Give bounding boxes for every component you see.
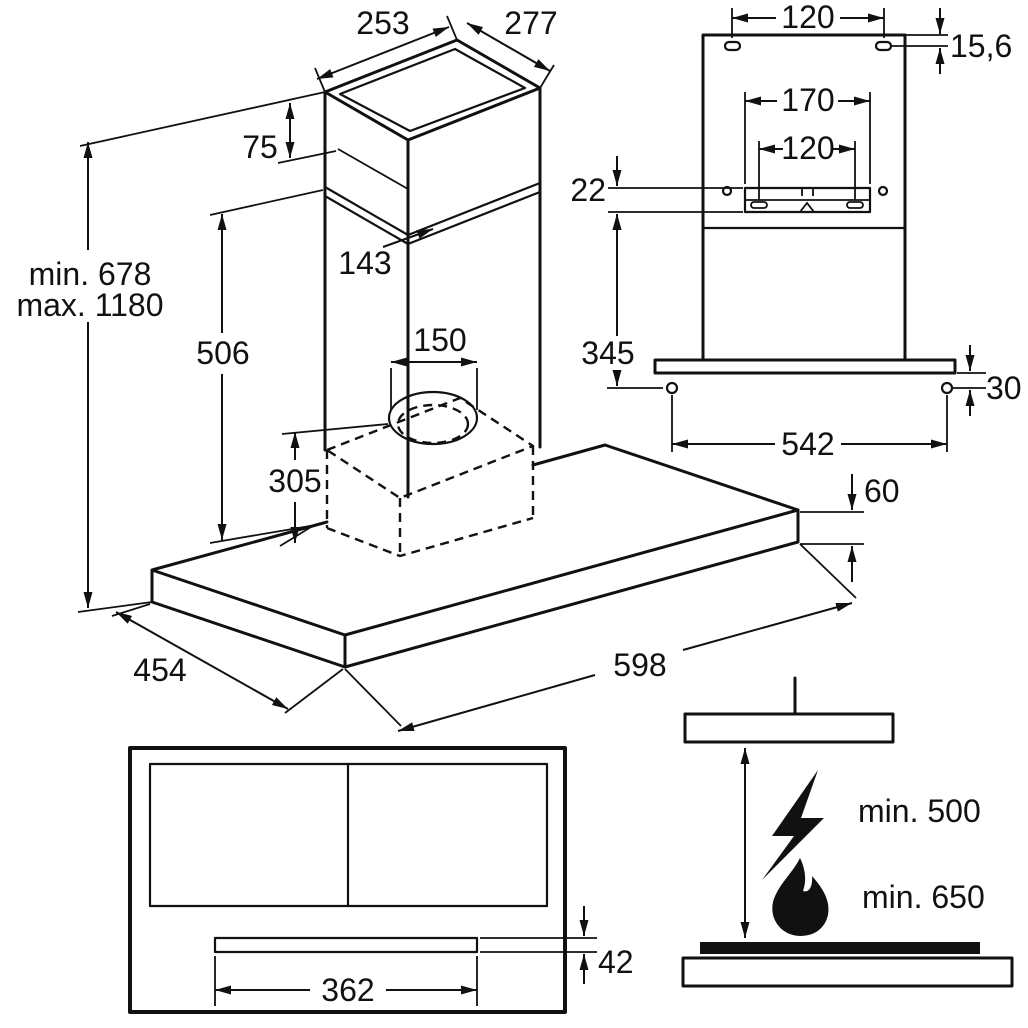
rear-canopy: [653, 358, 957, 375]
chimney-top-inner-rim: [338, 47, 527, 133]
rear-view: 120 15,6 170 120 22 345 30 542: [570, 0, 1021, 462]
clearance-gas-label: min. 650: [862, 879, 985, 915]
dim-lower-holes-offset: 30: [986, 370, 1022, 406]
dim-top-holes-spacing: 120: [781, 0, 834, 35]
dim-panel-height: 42: [598, 944, 634, 980]
dim-vent-offset: 75: [242, 129, 278, 165]
dim-body-height: 305: [268, 463, 321, 499]
clearance-view: min. 500 min. 650: [681, 676, 1014, 988]
leader-143: [382, 228, 434, 248]
chimney-top-rim: [323, 38, 542, 142]
vent-slats: [337, 148, 409, 190]
dim-height-min: min. 678: [29, 256, 152, 292]
rear-top-slot-left: [723, 40, 742, 52]
dim-vent-width: 143: [338, 245, 391, 281]
rear-bracket-hole-right: [877, 185, 889, 197]
rear-bracket-hole-left: [721, 185, 733, 197]
bracket-slot-right: [846, 201, 864, 209]
dim-bracket-holes-spacing: 120: [781, 130, 834, 166]
dim-bracket-height: 22: [570, 172, 606, 208]
dim-top-holes-offset: 15,6: [950, 28, 1012, 64]
dim-line-598-left: [397, 674, 596, 732]
dim-canopy-thickness: 60: [864, 473, 900, 509]
duct-spigot: [387, 390, 479, 446]
rear-extension-lines: [607, 8, 986, 452]
flame-icon: [772, 858, 829, 936]
bracket-slot-left: [750, 201, 768, 209]
counter-top: [681, 956, 1014, 988]
front-outline: [128, 746, 567, 1014]
dim-panel-width: 362: [321, 972, 374, 1008]
canopy-slab: [150, 443, 800, 669]
cooktop-surface: [700, 942, 980, 954]
lightning-bolt-icon: [762, 770, 824, 880]
dim-chimney-height: 506: [196, 335, 249, 371]
front-extension-lines: [214, 937, 597, 1006]
dim-chimney-top-depth: 253: [356, 5, 409, 41]
dim-lower-holes-spacing: 542: [781, 426, 834, 462]
hood-canopy-side: [683, 712, 895, 744]
dim-line-253: [316, 26, 450, 80]
front-view: 362 42: [128, 746, 634, 1014]
dim-line-598-right: [682, 602, 853, 651]
dim-canopy-depth: 454: [133, 652, 186, 688]
iso-extension-lines: [77, 15, 864, 727]
rear-top-slot-right: [874, 40, 893, 52]
front-control-strip: [213, 936, 479, 954]
clearance-electric-label: min. 500: [858, 793, 981, 829]
dim-chimney-top-width: 277: [504, 5, 557, 41]
dim-line-454: [115, 611, 289, 710]
chimney-joint-lines: [323, 181, 542, 246]
dim-canopy-width: 598: [613, 647, 666, 683]
dim-height-max: max. 1180: [16, 287, 163, 323]
mounting-bracket-detail: [745, 188, 870, 213]
wall-hole-left: [665, 381, 679, 395]
wall-hole-right: [940, 381, 954, 395]
dim-duct-diameter: 150: [413, 322, 466, 358]
dim-line-277: [466, 22, 551, 72]
isometric-view: 253 277 75 143 min. 678 max. 1180 506 15…: [16, 5, 900, 732]
dim-bracket-to-bottom: 345: [581, 335, 634, 371]
dim-bracket-width: 170: [781, 82, 834, 118]
rear-chimney-outline: [701, 33, 907, 362]
motor-box-dashed: [325, 396, 535, 558]
duct-hole-dashed: [396, 403, 470, 445]
chimney-vertical-edges: [323, 86, 542, 499]
